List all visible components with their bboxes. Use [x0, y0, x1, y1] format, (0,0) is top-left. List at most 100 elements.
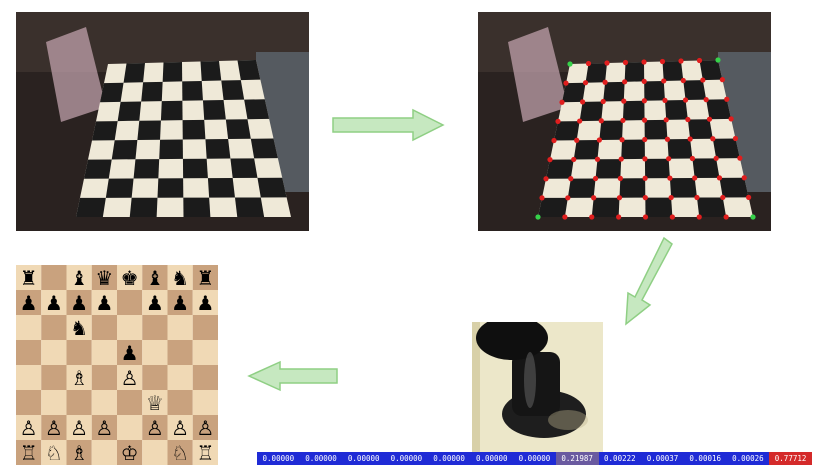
grid-point: [706, 116, 713, 122]
grid-point: [682, 97, 689, 103]
chess-piece: ♙: [95, 416, 113, 440]
grid-point: [696, 214, 702, 220]
board-square: [644, 158, 670, 179]
board-square: [91, 290, 117, 315]
board-square: [142, 440, 168, 465]
chess-piece: ♖: [196, 441, 214, 465]
board-square: [41, 340, 67, 365]
board-square: [16, 290, 42, 315]
grid-point: [577, 118, 583, 124]
board-square: [182, 158, 208, 179]
chess-piece: ♘: [171, 441, 189, 465]
probability-cell: 0.00000: [342, 452, 386, 465]
chess-piece: ♟: [146, 291, 164, 315]
corner-point: [535, 214, 541, 220]
chessboard-photo: [16, 12, 309, 231]
arrow-down-left-icon: [625, 236, 673, 326]
grid-point: [642, 175, 648, 181]
board-square: [142, 365, 168, 390]
grid-point: [551, 137, 557, 144]
board-square: [117, 415, 143, 440]
board-square: [41, 265, 67, 290]
board-square: [192, 365, 218, 390]
board-square: [624, 62, 645, 82]
grid-point: [641, 59, 647, 65]
chess-piece: ♜: [20, 266, 38, 290]
board-square: [562, 82, 586, 103]
board-square: [192, 340, 218, 365]
board-square: [669, 178, 697, 198]
board-square: [192, 290, 218, 315]
probability-cell: 0.00016: [683, 452, 727, 465]
grid-point: [746, 194, 752, 200]
probability-cell: 0.00000: [470, 452, 514, 465]
board-square: [719, 177, 749, 198]
grid-point: [668, 194, 674, 201]
chess-piece: ♝: [70, 266, 88, 290]
grid-point: [664, 136, 671, 142]
grid-point: [600, 98, 606, 105]
grid-point: [687, 136, 693, 142]
board-square: [84, 159, 112, 179]
chess-piece: ♙: [171, 416, 189, 440]
board-square: [200, 61, 222, 81]
grid-point: [723, 214, 729, 220]
chess-piece: ♙: [146, 416, 164, 440]
board-square: [167, 340, 193, 365]
grid-point: [713, 155, 719, 161]
board-square: [16, 390, 42, 415]
board-square: [221, 80, 245, 100]
board-square: [192, 415, 218, 440]
chess-piece: ♙: [70, 416, 88, 440]
board-square: [66, 440, 92, 465]
board-square: [66, 415, 92, 440]
chess-piece: ♗: [70, 366, 88, 390]
grid-point: [741, 175, 747, 181]
probability-cell: 0.00000: [513, 452, 556, 465]
grid-point: [642, 136, 648, 143]
board-square: [137, 120, 161, 140]
board-square: [66, 390, 92, 415]
grid-point: [562, 214, 568, 220]
grid-point: [563, 80, 569, 86]
grid-point: [585, 60, 592, 67]
chess-piece: ♖: [20, 441, 38, 465]
board-square: [621, 139, 645, 160]
grid-point: [662, 97, 668, 103]
probability-cell: 0.21987: [555, 452, 599, 465]
board-square: [234, 197, 265, 217]
board-square: [41, 440, 67, 465]
chess-piece: ♛: [95, 266, 113, 290]
board-square: [66, 340, 92, 365]
probability-cell: 0.00000: [257, 452, 300, 465]
cropped-square-image: [472, 322, 603, 452]
board-square: [182, 80, 203, 101]
board-square: [603, 81, 625, 102]
board-square: [667, 139, 693, 159]
grid-point: [616, 214, 622, 220]
board-square: [91, 365, 117, 390]
board-square: [117, 290, 143, 315]
board-square: [182, 119, 206, 140]
chess-piece: ♟: [171, 291, 189, 315]
board-square: [142, 340, 168, 365]
probability-cell: 0.00000: [385, 452, 428, 465]
chess-piece: ♚: [121, 266, 139, 290]
grid-point: [641, 78, 647, 84]
arrow-right-icon: [332, 108, 445, 142]
board-square: [142, 265, 168, 290]
board-square: [16, 315, 42, 340]
board-square: [257, 177, 287, 198]
grid-point: [594, 156, 601, 162]
grid-point: [622, 79, 628, 85]
grid-point: [685, 116, 691, 123]
probability-cell: 0.00000: [427, 452, 471, 465]
grid-point: [689, 155, 696, 162]
chess-piece: ♟: [95, 291, 113, 315]
board-square: [167, 315, 193, 340]
board-square: [91, 265, 117, 290]
board-square: [554, 121, 580, 141]
board-square: [160, 100, 183, 121]
annotated-chessboard-photo: [478, 12, 771, 231]
board-square: [546, 159, 574, 179]
